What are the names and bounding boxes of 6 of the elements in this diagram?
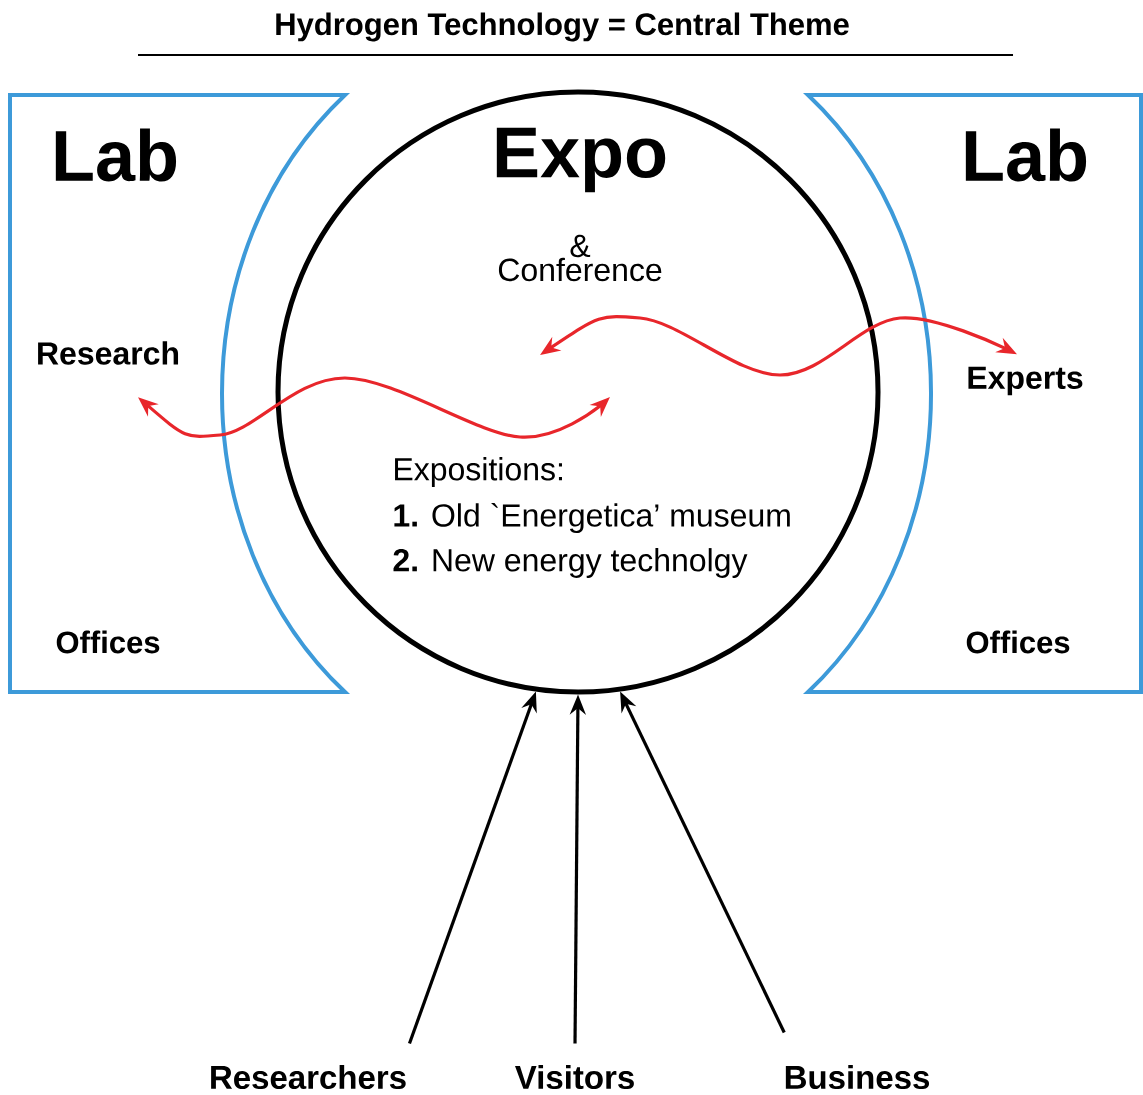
label: Research bbox=[38, 341, 179, 365]
label: Experts bbox=[968, 366, 1083, 396]
label: Researchers bbox=[211, 1064, 406, 1090]
label: Visitors bbox=[515, 1064, 634, 1090]
label: Business bbox=[785, 1064, 929, 1090]
title: Hydrogen Technology = Central Theme bbox=[276, 12, 849, 42]
